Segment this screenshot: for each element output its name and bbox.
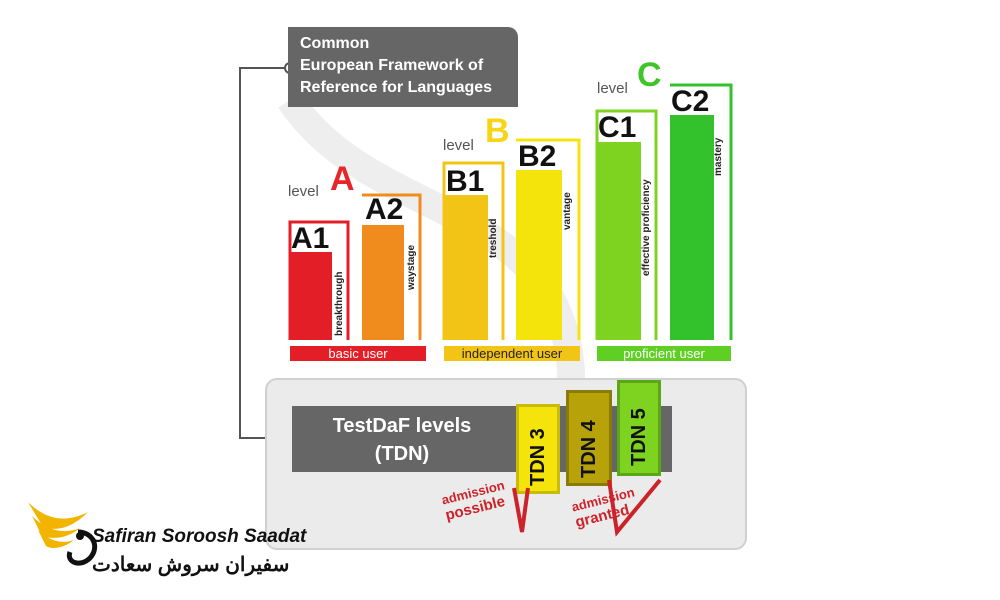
cefr-title-box — [288, 27, 518, 107]
tdn5-box — [617, 380, 661, 476]
bar-c2-code: C2 — [671, 85, 710, 118]
bar-a1-code: A1 — [291, 222, 330, 255]
level-b-word: level — [443, 137, 474, 154]
bar-c2 — [670, 115, 714, 340]
level-c-letter: C — [637, 56, 662, 94]
bar-a1 — [290, 252, 332, 340]
testdaf-title-line1: TestDaF levels — [332, 415, 472, 437]
bar-a2 — [362, 225, 404, 340]
level-c-word: level — [597, 80, 628, 97]
logo-bird-icon — [28, 502, 98, 566]
bar-a2-code: A2 — [365, 193, 404, 226]
group-independent-user: independent user — [444, 346, 580, 361]
group-basic-user: basic user — [290, 346, 426, 361]
level-b-letter: B — [485, 112, 510, 150]
bar-b1-code: B1 — [446, 165, 485, 198]
level-a-word: level — [288, 183, 319, 200]
level-a-letter: A — [330, 160, 355, 198]
cefr-title: Common European Framework of Reference f… — [300, 33, 492, 99]
bar-b1 — [444, 195, 488, 340]
bar-b2 — [516, 170, 562, 340]
bar-c1-code: C1 — [598, 111, 637, 144]
cefr-title-line1: Common — [300, 35, 370, 52]
tdn3-box — [516, 404, 560, 494]
testdaf-title-line2: (TDN) — [374, 443, 430, 465]
bar-c1 — [597, 142, 641, 340]
cefr-title-line3: Reference for Languages — [300, 79, 493, 96]
group-proficient-user: proficient user — [597, 346, 731, 361]
logo-latin-text: Safiran Soroosh Saadat — [92, 526, 307, 547]
bar-b2-code: B2 — [518, 140, 557, 173]
testdaf-title: TestDaF levels (TDN) — [312, 412, 492, 468]
logo-persian-text: سفیران سروش سعادت — [92, 554, 290, 576]
tdn4-box — [566, 390, 612, 486]
cefr-title-line2: European Framework of — [300, 57, 484, 74]
